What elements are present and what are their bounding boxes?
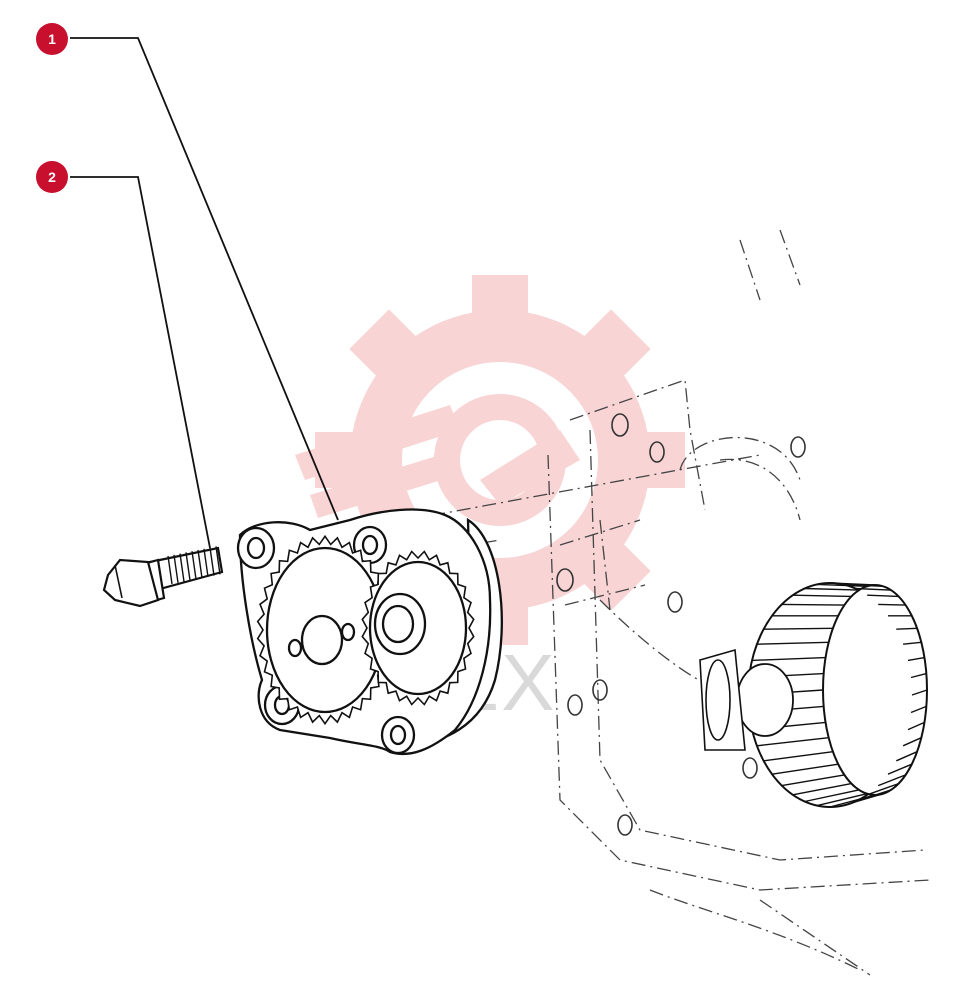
crankshaft-gear: [699, 582, 928, 808]
watermark-gear-logo: [295, 275, 685, 645]
bolt: [102, 546, 224, 608]
oil-pump: [236, 508, 503, 756]
leader-line-1: [70, 37, 339, 521]
callout-number-1: 1: [48, 31, 56, 47]
leader-line-2: [70, 176, 211, 549]
callout-number-2: 2: [48, 169, 56, 185]
callout-marker-1[interactable]: 1: [36, 23, 68, 55]
leader-lines: [70, 37, 339, 549]
callout-marker-2[interactable]: 2: [36, 161, 68, 193]
